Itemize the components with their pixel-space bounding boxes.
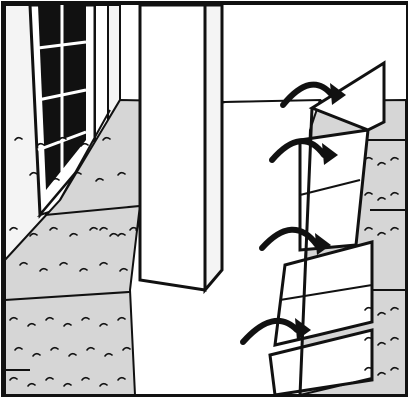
texture-mark	[63, 382, 72, 387]
texture-mark	[50, 346, 59, 351]
texture-mark	[99, 226, 108, 231]
texture-mark	[81, 376, 90, 381]
texture-mark	[39, 267, 48, 272]
texture-mark	[73, 171, 82, 176]
texture-mark	[89, 226, 98, 231]
texture-mark	[9, 316, 18, 321]
carpet-panel-icon	[268, 60, 386, 397]
texture-mark	[32, 352, 41, 357]
texture-mark	[390, 156, 399, 161]
texture-mark	[29, 171, 38, 176]
texture-mark	[390, 226, 399, 231]
carpet-texture-right	[364, 156, 399, 376]
texture-mark	[364, 306, 373, 311]
texture-mark	[29, 232, 38, 237]
texture-mark	[58, 136, 67, 141]
texture-mark	[117, 316, 126, 321]
curved-arrow-icon	[240, 318, 311, 345]
texture-mark	[390, 366, 399, 371]
texture-mark	[377, 311, 386, 316]
texture-mark	[377, 196, 386, 201]
texture-mark	[63, 322, 72, 327]
texture-mark	[51, 177, 60, 182]
texture-mark	[14, 136, 23, 141]
texture-mark	[117, 376, 126, 381]
texture-mark	[68, 352, 77, 357]
arrows-group	[240, 81, 346, 345]
curved-arrow-icon	[269, 138, 338, 165]
texture-mark	[377, 341, 386, 346]
texture-mark	[99, 382, 108, 387]
texture-mark	[69, 232, 78, 237]
texture-mark	[109, 232, 118, 237]
texture-mark	[117, 232, 126, 237]
texture-mark	[86, 346, 95, 351]
texture-mark	[80, 142, 89, 147]
texture-mark	[27, 382, 36, 387]
column-icon	[138, 3, 224, 295]
texture-mark	[45, 316, 54, 321]
texture-mark	[49, 226, 58, 231]
texture-mark	[364, 156, 373, 161]
texture-mark	[377, 371, 386, 376]
texture-mark	[45, 376, 54, 381]
texture-mark	[377, 231, 386, 236]
texture-mark	[390, 336, 399, 341]
texture-mark	[119, 267, 128, 272]
texture-mark	[364, 226, 373, 231]
texture-mark	[36, 142, 45, 147]
texture-mark	[81, 316, 90, 321]
texture-mark	[9, 226, 18, 231]
texture-mark	[79, 267, 88, 272]
texture-mark	[59, 261, 68, 266]
texture-mark	[14, 346, 23, 351]
texture-mark	[364, 366, 373, 371]
texture-mark	[364, 336, 373, 341]
texture-mark	[364, 191, 373, 196]
texture-mark	[95, 177, 104, 182]
texture-mark	[27, 322, 36, 327]
texture-mark	[9, 376, 18, 381]
curved-arrow-icon	[259, 226, 331, 255]
texture-mark	[104, 352, 113, 357]
texture-mark	[390, 191, 399, 196]
window-icon	[28, 3, 109, 219]
texture-mark	[390, 306, 399, 311]
curved-arrow-icon	[280, 81, 346, 108]
texture-mark	[99, 261, 108, 266]
texture-mark	[117, 171, 126, 176]
texture-mark	[122, 346, 131, 351]
texture-mark	[102, 136, 111, 141]
texture-mark	[19, 261, 28, 266]
texture-mark	[99, 322, 108, 327]
texture-mark	[377, 161, 386, 166]
